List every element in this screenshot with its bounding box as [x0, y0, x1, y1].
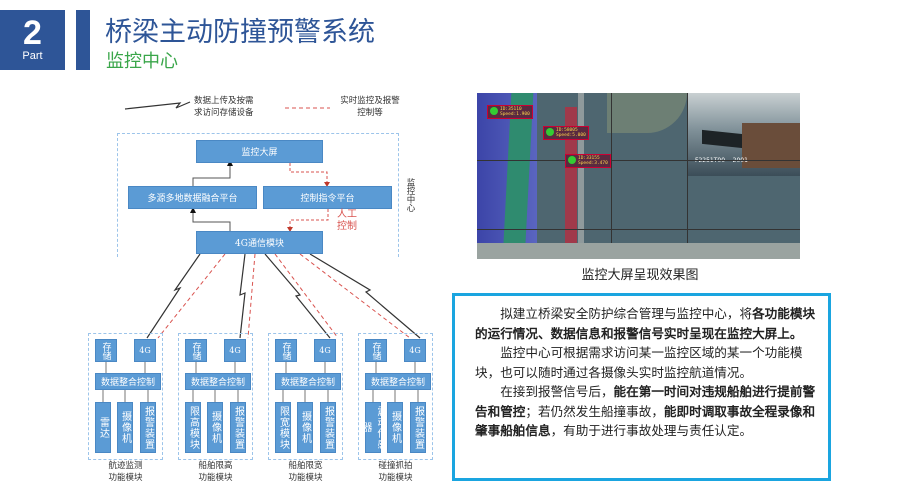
device-box: 摄像机: [387, 402, 403, 453]
page-subtitle: 监控中心: [106, 51, 178, 72]
fusion-platform-box: 多源多地数据融合平台: [128, 186, 257, 209]
link-module-1: [146, 253, 201, 339]
4g-box: 4G: [404, 339, 426, 362]
device-box: 震动传感器: [360, 402, 386, 453]
module-group-frame: [88, 333, 163, 460]
link-module-2: [239, 253, 246, 339]
header-accent-bar: [76, 10, 90, 70]
part-number: 2: [23, 14, 42, 52]
storage-box: 存储: [95, 339, 117, 362]
device-box: 报警装置: [410, 402, 426, 453]
camera-feed: F2251T00 2001: [687, 93, 800, 176]
description-box: 拟建立桥梁安全防护综合管理与监控中心，将各功能模块的运行情况、数据信息和报警信号…: [452, 293, 831, 481]
desc-paragraph-1: 拟建立桥梁安全防护综合管理与监控中心，将各功能模块的运行情况、数据信息和报警信号…: [475, 306, 816, 341]
device-box: 报警装置: [320, 402, 336, 453]
device-box: 摄像机: [117, 402, 133, 453]
device-box: 摄像机: [297, 402, 313, 453]
module-connectors: [192, 361, 239, 402]
module-connectors: [282, 361, 329, 402]
storage-box: 存储: [365, 339, 387, 362]
device-box: 雷达: [95, 402, 111, 453]
module-group-frame: [358, 333, 433, 460]
desc-paragraph-2: 监控中心可根据需求访问某一监控区域的某一个功能模块，也可以随时通过各摄像头实时监…: [475, 345, 803, 380]
data-control-box: 数据整合控制: [365, 373, 431, 390]
monitoring-center-frame: [117, 133, 399, 257]
4g-box: 4G: [224, 339, 246, 362]
data-control-box: 数据整合控制: [185, 373, 251, 390]
link-module-3: [264, 253, 331, 339]
data-control-box: 数据整合控制: [95, 373, 161, 390]
storage-box: 存储: [275, 339, 297, 362]
module-label: 船舶限宽功能模块: [288, 461, 323, 483]
device-box: 报警装置: [230, 402, 246, 453]
module-label: 航迹监测功能模块: [108, 461, 143, 483]
command-platform-box: 控制指令平台: [263, 186, 392, 209]
monitoring-center-label: 监控中心: [405, 178, 415, 212]
legend-lightning-line: [124, 101, 191, 110]
data-control-box: 数据整合控制: [275, 373, 341, 390]
module-group-frame: [268, 333, 343, 460]
desc-paragraph-3: 在接到报警信号后，能在第一时间对违规船舶进行提前警告和管控；若仍然发生船撞事故，…: [475, 384, 816, 438]
4g-box: 4G: [134, 339, 156, 362]
page-title: 桥梁主动防撞预警系统: [105, 17, 375, 48]
diagram-connectors: [124, 101, 421, 339]
module-connectors: [372, 361, 419, 402]
part-number-badge: 2 Part: [0, 10, 65, 70]
part-label: Part: [22, 50, 43, 62]
link-module-4: [309, 253, 421, 339]
screen-caption: 监控大屏呈现效果图: [581, 268, 699, 283]
4g-box: 4G: [314, 339, 336, 362]
big-screen-box: 监控大屏: [196, 140, 323, 163]
module-connectors: [102, 361, 149, 402]
device-box: 摄像机: [207, 402, 223, 453]
module-label: 碰撞抓拍功能模块: [378, 461, 413, 483]
device-box: 限高模块: [185, 402, 201, 453]
device-box: 报警装置: [140, 402, 156, 453]
module-group-frame: [178, 333, 253, 460]
device-box: 限宽模块: [275, 402, 291, 453]
legend-dashed-text: 实时监控及报警控制等: [340, 96, 400, 118]
comm-module-box: 4G通信模块: [196, 231, 323, 254]
module-label: 船舶限高功能模块: [198, 461, 233, 483]
legend-lightning-text: 数据上传及按需求访问存储设备: [194, 96, 254, 118]
manual-control-label: 人工控制: [337, 209, 357, 232]
storage-box: 存储: [185, 339, 207, 362]
